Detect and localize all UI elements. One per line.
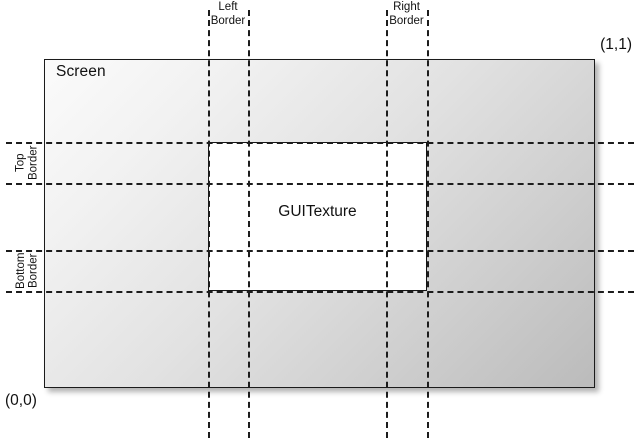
coordinate-top-right: (1,1) xyxy=(600,36,632,53)
guide-hline-top-border-outer xyxy=(6,142,634,144)
guide-hline-top-border-inner xyxy=(6,183,634,185)
guitexture-label: GUITexture xyxy=(278,203,357,220)
coordinate-bottom-left: (0,0) xyxy=(5,392,37,409)
right-border-callout-line2: Border xyxy=(389,14,424,27)
bottom-border-callout-line2: Border xyxy=(27,253,40,289)
bottom-border-callout-line1: Bottom xyxy=(14,252,27,289)
right-border-callout-line1: Right xyxy=(393,1,420,13)
guide-hline-bottom-border-inner xyxy=(6,250,634,252)
top-border-callout-line2: Border xyxy=(27,145,40,181)
top-border-callout-line1: Top xyxy=(14,153,27,173)
guide-hline-bottom-border-outer xyxy=(6,291,634,293)
guide-vline-left-border-outer xyxy=(208,10,210,438)
guide-vline-right-border-inner xyxy=(386,10,388,438)
guitexture-rectangle xyxy=(208,142,427,291)
guide-vline-right-border-outer xyxy=(427,10,429,438)
guide-vline-left-border-inner xyxy=(248,10,250,438)
left-border-callout-line1: Left xyxy=(218,1,238,13)
left-border-callout-line2: Border xyxy=(210,14,246,27)
right-border-callout: Right Border xyxy=(386,1,427,28)
left-border-callout: Left Border xyxy=(208,1,248,28)
screen-label: Screen xyxy=(56,63,106,80)
